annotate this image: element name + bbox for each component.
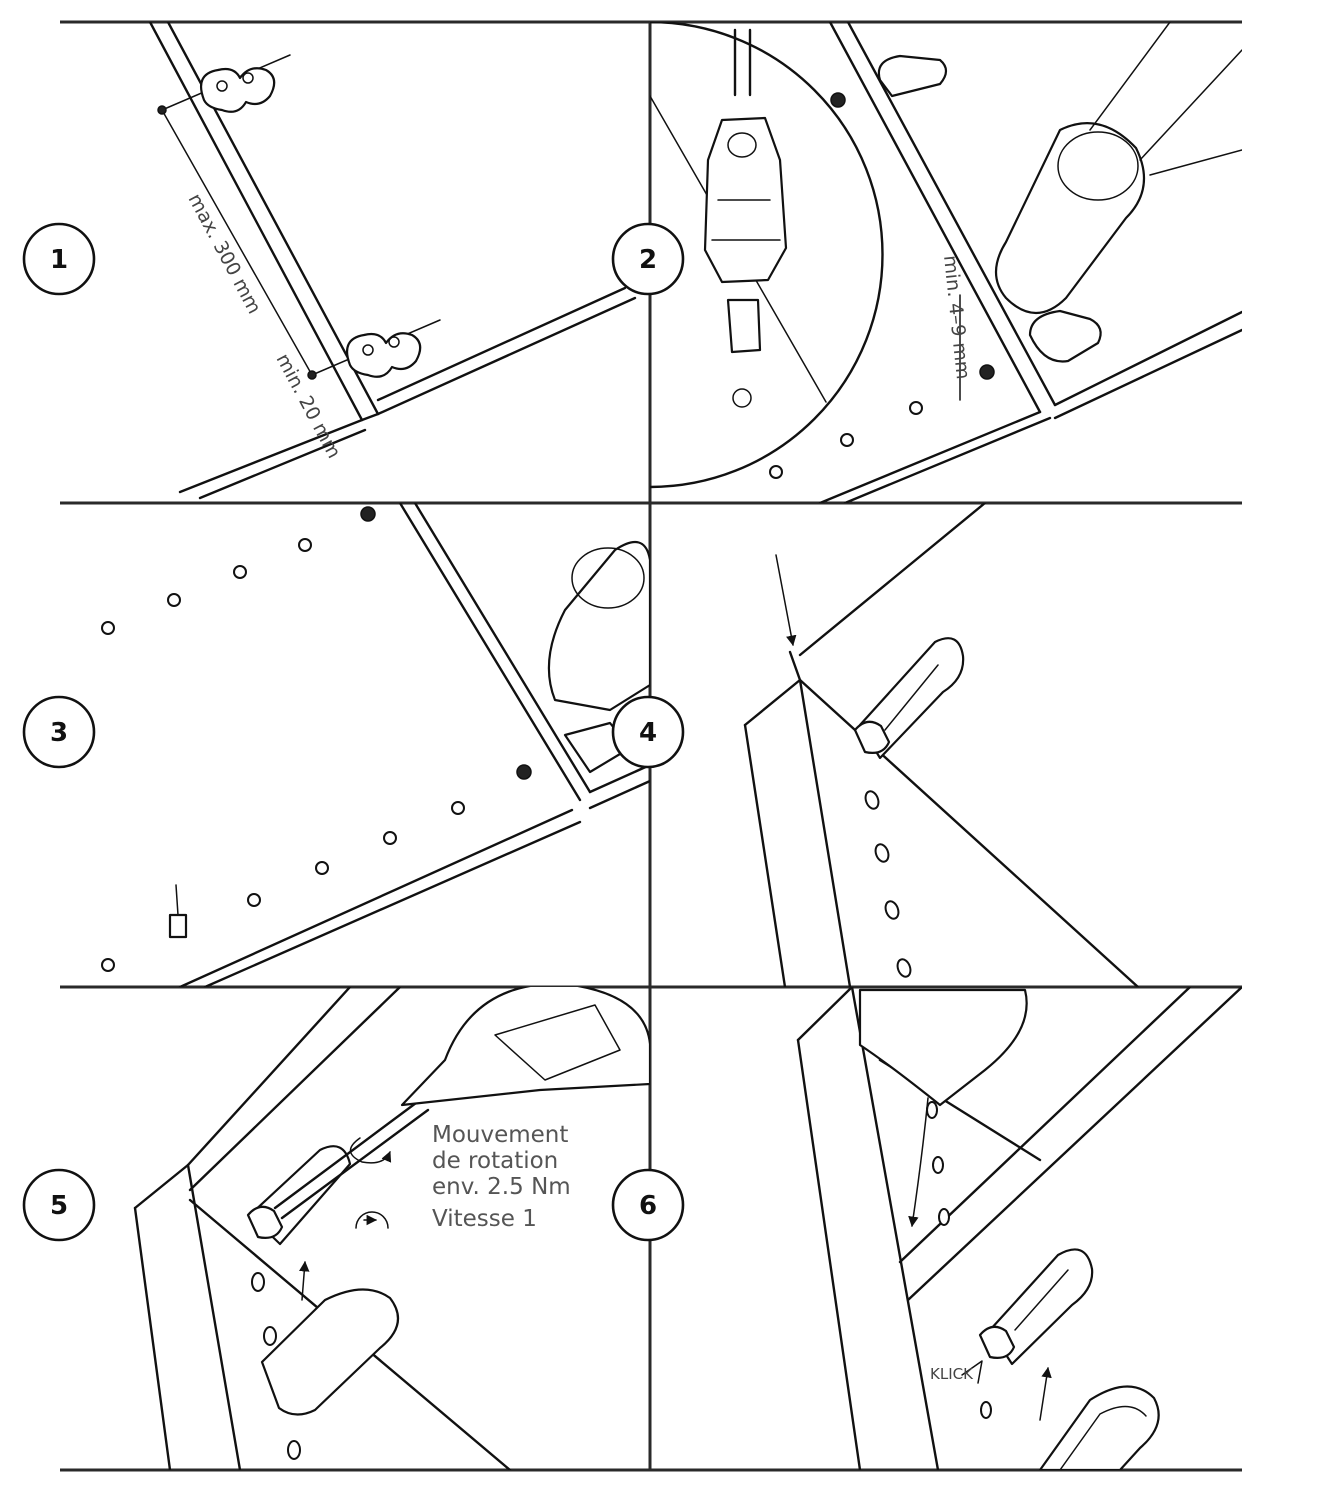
torque-note: env. 2.5 Nm: [432, 1174, 571, 1200]
screwdriver-icon: [273, 987, 650, 1220]
mounting-clip-icon: [853, 637, 965, 760]
step-badge-6: 6: [611, 1168, 685, 1242]
speed-dial-icon: [355, 1211, 389, 1229]
step-badge-3: 3: [22, 695, 96, 769]
step-number: 5: [50, 1191, 68, 1221]
panel-step-5: Mouvement de rotation env. 2.5 Nm Vitess…: [133, 987, 650, 1470]
press-arrow-icon: [775, 554, 797, 647]
panel-step-6: KLICK: [796, 987, 1242, 1470]
max-spacing-label: max. 300 mm: [184, 190, 266, 318]
panel-step-2: min. 4–9 mm: [650, 22, 1242, 503]
rotation-note-line1: Mouvement: [432, 1122, 568, 1148]
mounting-clip-icon: [978, 1248, 1094, 1366]
step-number: 2: [639, 245, 657, 275]
klick-label: KLICK: [930, 1365, 974, 1383]
rotation-arrow-icon: [908, 1097, 929, 1228]
step-badge-1: 1: [22, 222, 96, 296]
step-badge-4: 4: [611, 695, 685, 769]
rotation-note-line2: de rotation: [432, 1148, 558, 1174]
panel-step-3: [101, 503, 650, 987]
min-depth-label: min. 4–9 mm: [939, 254, 974, 380]
step-badge-5: 5: [22, 1168, 96, 1242]
panel-step-4: [743, 503, 1140, 987]
drill-bit-icon: [703, 28, 788, 408]
panel-step-1: max. 300 mm min. 20 mm: [148, 22, 637, 500]
step-number: 6: [639, 1191, 657, 1221]
screwdriver-icon: [877, 22, 1242, 363]
step-badge-2: 2: [611, 222, 685, 296]
step-number: 4: [639, 718, 657, 748]
mounting-clip-icon: [200, 67, 422, 378]
rotation-arrow-icon: [349, 1137, 392, 1164]
speed-note: Vitesse 1: [432, 1206, 537, 1232]
step-number: 3: [50, 718, 68, 748]
step-number: 1: [50, 245, 68, 275]
